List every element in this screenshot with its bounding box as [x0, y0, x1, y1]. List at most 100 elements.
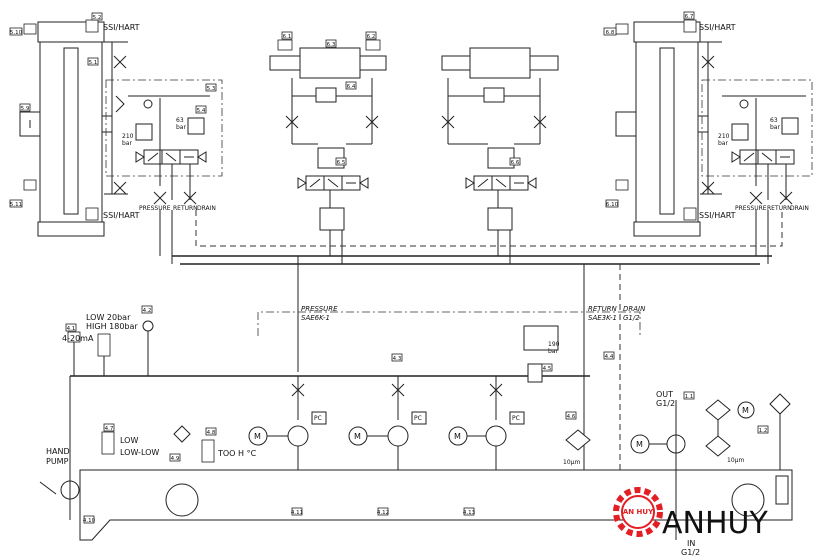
right-valve-manifold: 210 bar 63 bar PRESSURE RETURN DRAIN — [701, 55, 813, 212]
left-manifold-boundary — [105, 79, 223, 177]
tag-number: 4.4 — [605, 354, 614, 360]
left-position-sensor-top — [23, 23, 37, 35]
left-drain-label: DRAIN — [197, 205, 216, 212]
brand-logo: AN HUY ANHUY — [613, 487, 768, 541]
left-transducer-bottom — [85, 207, 99, 221]
heat-exchanger-icon — [769, 393, 791, 415]
right-cylinder-right-port — [697, 115, 709, 133]
pressure-line-label: PRESSURE — [301, 305, 338, 313]
ssi-hart-label-bottom-left: SSI/HART — [103, 211, 140, 220]
tag-number: 6.8 — [606, 30, 615, 36]
right-check-valve — [739, 99, 749, 109]
tag-number: 4.7 — [105, 426, 114, 432]
left-cylinder-right-port — [101, 115, 113, 133]
level-gauge — [775, 475, 789, 505]
hand-pump-label-1: HAND — [46, 447, 70, 456]
ssi-hart-label-top-right: SSI/HART — [699, 23, 736, 32]
left-cylinder-head-bottom — [37, 221, 105, 237]
center-left-sensor-b — [365, 39, 381, 51]
right-position-sensor-top — [615, 23, 629, 35]
right-relief-valve-210 — [731, 123, 749, 141]
tag-number: 6.6 — [511, 160, 520, 166]
transmitter-signal-label: 4-20mA — [62, 334, 94, 343]
right-relief-210-unit: bar — [718, 140, 728, 147]
left-transducer-top — [85, 19, 99, 33]
return-line-label: RETURN — [588, 305, 618, 313]
drain-line-label: DRAIN — [623, 305, 646, 313]
tag-number: 4.5 — [543, 366, 552, 372]
temperature-switch — [201, 439, 215, 463]
tag-bubbles: 5.2 5.10 5.11 5.9 5.1 5.3 5.4 6.1 6.2 6.… — [9, 11, 769, 524]
pump-2-pc-label: PC — [414, 415, 422, 422]
tag-number: 4.10 — [83, 518, 96, 524]
out-port-size: G1/2 — [656, 399, 675, 408]
center-left-cylinder-circuit — [269, 39, 387, 264]
tag-number: 1.1 — [685, 394, 694, 400]
right-relief-63-value: 63 — [770, 117, 778, 124]
right-cylinder-head-bottom — [633, 221, 701, 237]
tag-number: 5.1 — [89, 60, 98, 66]
pump-1-pc-label: PC — [314, 415, 322, 422]
left-position-sensor-bottom — [23, 179, 37, 191]
tag-number: 6.2 — [367, 34, 376, 40]
pump-3-pressure-compensator — [509, 411, 525, 425]
center-right-cylinder-circuit — [441, 47, 559, 264]
drain-header — [195, 210, 783, 247]
drain-line-size: G1/2 — [623, 314, 640, 322]
power-unit: 4-20mA LOW 20bar HIGH 180bar M PC M — [39, 313, 793, 557]
pressure-line-size: SAE6K-1 — [301, 314, 330, 322]
cooler-icon — [705, 399, 731, 421]
center-right-flow-control — [483, 87, 505, 103]
right-pressure-label: PRESSURE — [735, 205, 767, 212]
left-relief-210-value: 210 — [122, 133, 134, 140]
tag-number: 4.6 — [567, 414, 576, 420]
right-manifold-boundary — [701, 79, 813, 177]
pump-3-pc-label: PC — [512, 415, 520, 422]
offline-filter-rating: 10μm — [727, 457, 744, 464]
right-relief-valve-63 — [781, 117, 799, 135]
power-unit-boundary-top — [257, 311, 641, 336]
pressure-switch-low: LOW 20bar — [86, 313, 131, 322]
tag-number: 6.5 — [337, 160, 346, 166]
right-relief-210-value: 210 — [718, 133, 730, 140]
svg-text:M: M — [636, 440, 643, 449]
right-drain-label: DRAIN — [790, 205, 809, 212]
right-position-sensor-bottom — [615, 179, 629, 191]
in-port-size: G1/2 — [681, 548, 700, 557]
hand-pump-icon — [60, 480, 80, 500]
tag-number: 4.3 — [393, 356, 402, 362]
out-port-label: OUT — [656, 390, 673, 399]
tag-number: 6.7 — [685, 14, 694, 20]
left-pressure-label: PRESSURE — [139, 205, 171, 212]
tag-number: 4.8 — [207, 430, 216, 436]
in-port-label: IN — [687, 539, 695, 548]
pump-3-icon — [485, 425, 507, 447]
tag-number: 4.1 — [67, 326, 76, 332]
tag-number: 5.3 — [207, 86, 216, 92]
tag-number: 6.4 — [347, 84, 356, 90]
return-filter — [565, 429, 591, 451]
left-relief-valve-63 — [187, 117, 205, 135]
left-relief-valve-210 — [135, 123, 153, 141]
level-switch — [101, 431, 115, 455]
tag-number: 1.2 — [759, 428, 768, 434]
center-left-flow-control — [315, 87, 337, 103]
left-check-valve — [143, 99, 153, 109]
right-return-label: RETURN — [767, 205, 792, 212]
gear-logo-icon: AN HUY — [613, 487, 663, 537]
pump-2-icon — [387, 425, 409, 447]
right-actuator-assembly: SSI/HART SSI/HART — [615, 19, 736, 237]
oil-reservoir — [79, 469, 793, 541]
svg-text:M: M — [454, 432, 461, 441]
tag-number: 5.11 — [10, 202, 22, 208]
tag-number: 6.3 — [327, 42, 336, 48]
ssi-hart-label-top-left: SSI/HART — [103, 23, 140, 32]
tag-number: 6.10 — [606, 202, 619, 208]
right-cylinder-side-port — [615, 111, 637, 137]
pump-2-pressure-compensator — [411, 411, 427, 425]
pump-1-icon — [287, 425, 309, 447]
ssi-hart-label-bottom-right: SSI/HART — [699, 211, 736, 220]
brand-name: ANHUY — [662, 506, 768, 541]
return-line-size: SAE3K-1 — [588, 314, 617, 322]
pressure-gauge — [142, 320, 154, 332]
